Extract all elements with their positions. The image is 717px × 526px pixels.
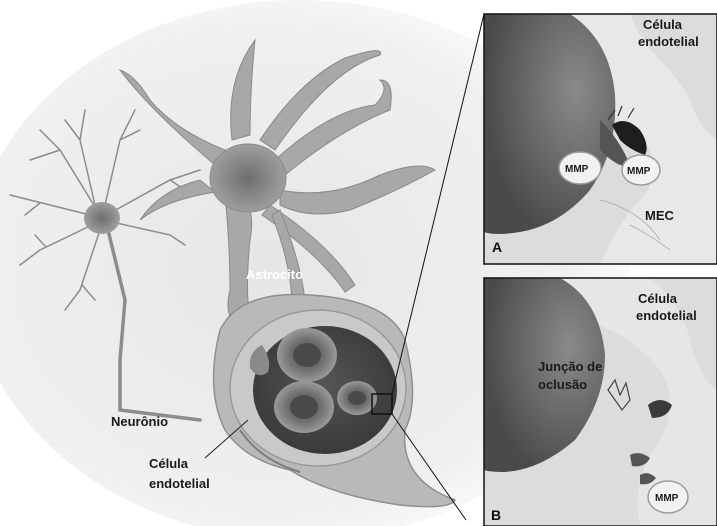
endothelial-label-line2: endotelial <box>149 476 210 491</box>
astrocyte-label: Astrocito <box>246 267 303 282</box>
panel-a-endothelial-2: endotelial <box>638 34 699 49</box>
panel-b-mmp-label: MMP <box>655 493 679 504</box>
panel-a-mec: MEC <box>645 208 675 223</box>
panel-a: Célula endotelial MMP MMP MEC A <box>484 14 717 264</box>
neuron-soma <box>84 202 120 234</box>
panel-b-endothelial-2: endotelial <box>636 308 697 323</box>
panel-a-letter: A <box>492 239 502 255</box>
panel-b: Célula endotelial Junção de oclusão MMP … <box>484 278 717 526</box>
panel-a-mmp-left-label: MMP <box>565 164 589 175</box>
panel-b-junction-1: Junção de <box>538 359 602 374</box>
panel-a-endothelial-1: Célula <box>643 17 683 32</box>
endothelial-label-line1: Célula <box>149 456 189 471</box>
panel-b-letter: B <box>491 507 501 523</box>
panel-b-endothelial-1: Célula <box>638 291 678 306</box>
panel-b-junction-2: oclusão <box>538 377 587 392</box>
neuron-label: Neurônio <box>111 414 168 429</box>
panel-a-mmp-right-label: MMP <box>627 166 651 177</box>
